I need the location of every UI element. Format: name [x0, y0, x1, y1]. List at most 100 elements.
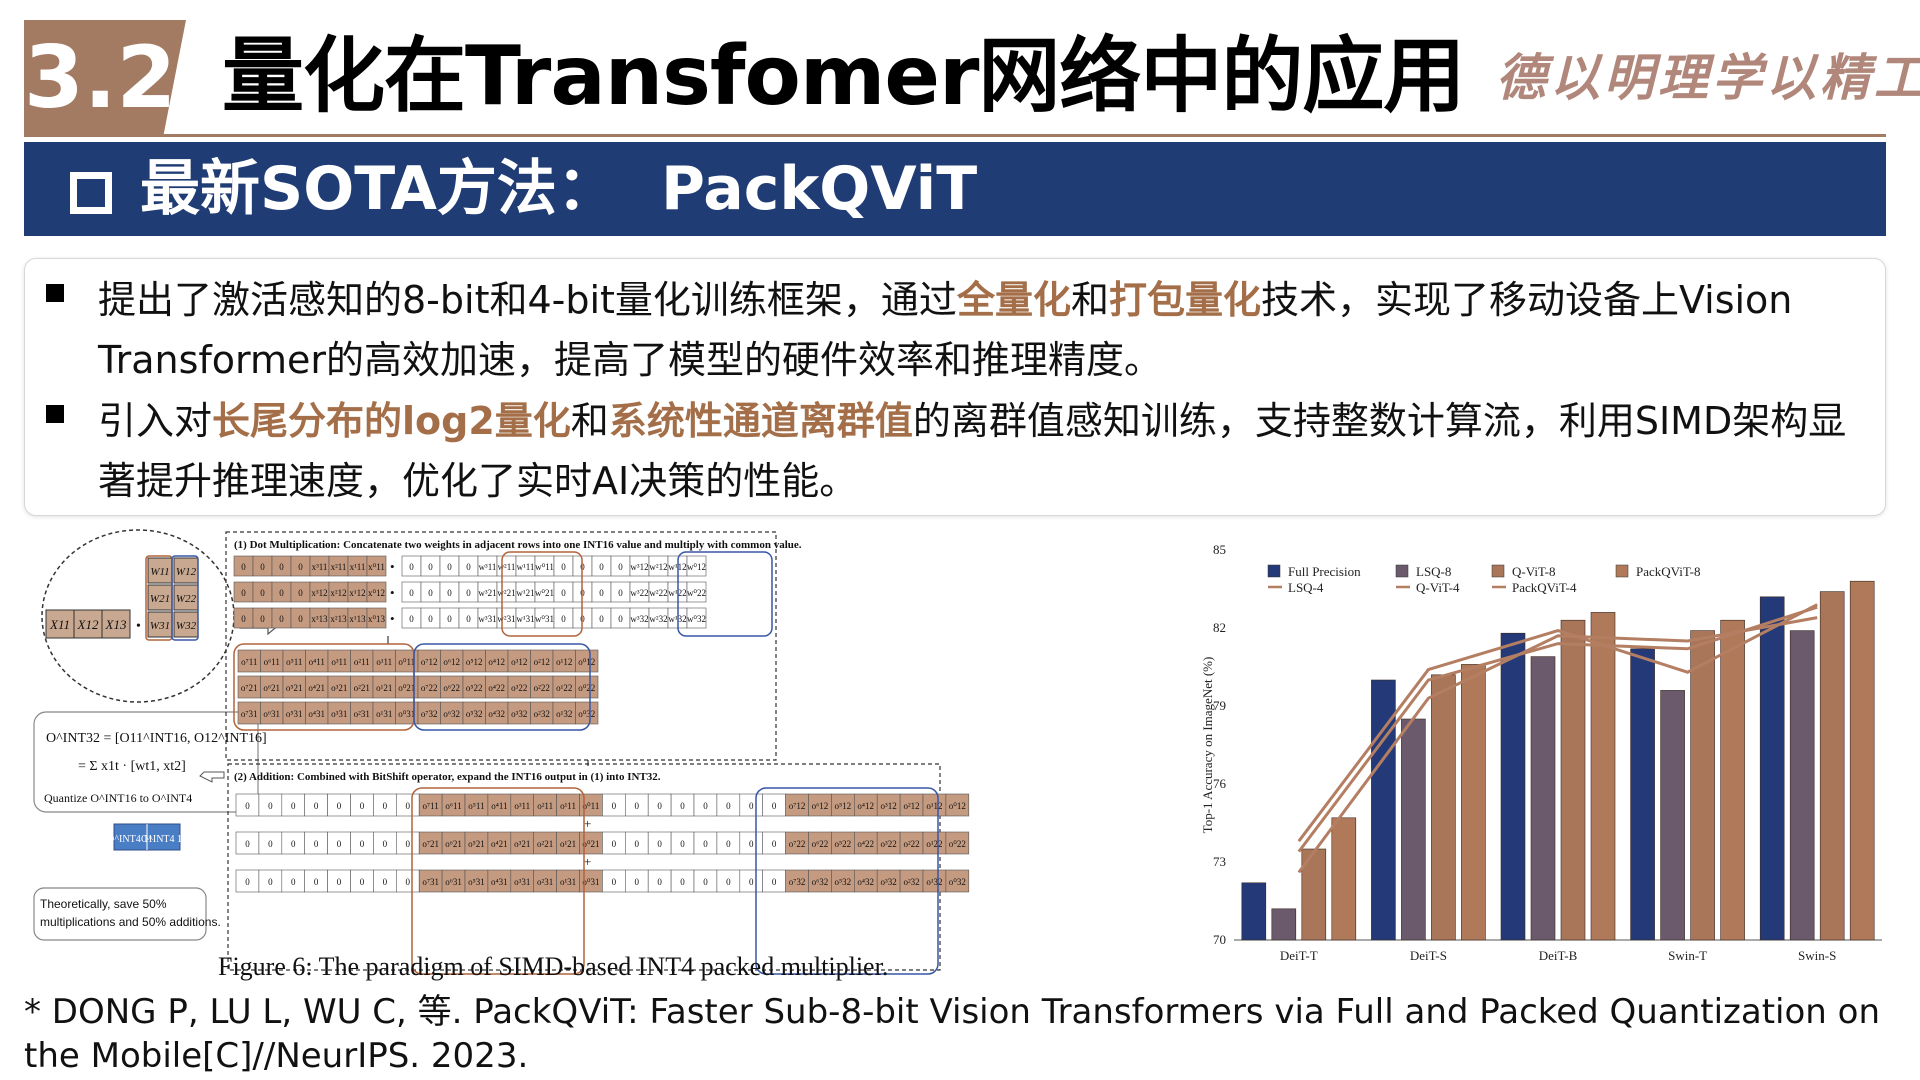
int32-bit-label: 0 — [337, 877, 342, 887]
bullet-2-text-a: 引入对 — [98, 399, 213, 443]
x-tick-label: DeiT-B — [1539, 948, 1578, 963]
x-bit-label: x⁰11 — [368, 562, 385, 572]
w-bit-label: w³31 — [478, 614, 496, 624]
w-bit-label: 0 — [466, 588, 471, 598]
y-tick-label: 82 — [1213, 620, 1226, 635]
weight-label: W31 — [150, 620, 170, 632]
product-bit-label: o¹31 — [376, 709, 392, 719]
product-bit-label: o³11 — [331, 657, 347, 667]
int32-bit-label: 0 — [749, 877, 754, 887]
x-bit-label: 0 — [260, 562, 265, 572]
step2-box — [227, 763, 941, 971]
packed-output-2: O^INT4 12 — [141, 834, 187, 845]
int32-bit-label: 0 — [383, 877, 388, 887]
product-bit-label: o⁷31 — [241, 709, 258, 719]
product-bit-label: o⁶12 — [443, 657, 460, 667]
bullet-paragraph-2: 引入对长尾分布的log2量化和系统性通道离群值的离群值感知训练，支持整数计算流，… — [98, 391, 1870, 511]
subheader-method: PackQViT — [660, 154, 978, 224]
bar-deit-b-2 — [1560, 619, 1586, 941]
product-bit-label: o¹12 — [556, 657, 572, 667]
x-bit-label: x¹13 — [349, 614, 366, 624]
int32-bit-label: 0 — [360, 839, 365, 849]
bar-deit-t-1 — [1271, 908, 1297, 941]
w-bit-label: w²21 — [497, 588, 515, 598]
input-x-label: X13 — [105, 617, 127, 632]
int32-bit-label: 0 — [772, 839, 777, 849]
x-tick-label: DeiT-S — [1410, 948, 1447, 963]
header-underline — [24, 134, 1886, 137]
x-bit-cell — [366, 581, 387, 603]
int32-bit-label: o²11 — [537, 801, 553, 811]
bar-swin-t-3 — [1720, 619, 1745, 941]
w-group-highlight — [501, 551, 583, 637]
int32-bit-label: o⁵31 — [468, 877, 485, 887]
x-bit-label: 0 — [298, 614, 303, 624]
product-bit-label: o²21 — [354, 683, 370, 693]
bullet-1-highlight-b: 打包量化 — [1108, 278, 1261, 322]
bar-deit-b-3 — [1590, 612, 1616, 941]
note-text: Theoretically, save 50% — [40, 897, 167, 911]
int32-bit-label: o¹12 — [926, 801, 942, 811]
x-bit-label: 0 — [298, 562, 303, 572]
int32-bit-label: o⁴31 — [491, 877, 508, 887]
int32-bit-label: 0 — [657, 877, 662, 887]
product-bit-label: o⁷12 — [421, 657, 438, 667]
content-panel — [24, 258, 1886, 516]
input-x-cell — [101, 609, 131, 639]
int32-bit-label: o²21 — [537, 839, 553, 849]
int32-bit-label: 0 — [406, 877, 411, 887]
int32-bit-label: 0 — [657, 801, 662, 811]
input-x-label: X12 — [77, 617, 99, 632]
x-bit-label: x⁰12 — [368, 588, 385, 598]
arrow-left-icon — [199, 771, 225, 783]
int32-bit-label: o¹32 — [926, 877, 942, 887]
subheader-bar — [24, 142, 1886, 236]
int32-bit-label: o⁰22 — [949, 839, 966, 849]
int32-bit-cell — [945, 831, 970, 855]
int32-bit-label: o⁶32 — [812, 877, 829, 887]
w-bit-label: w³11 — [479, 562, 497, 572]
x-bit-label: x¹11 — [350, 562, 366, 572]
int32-bit-label: 0 — [772, 877, 777, 887]
int32-bit-label: 0 — [268, 839, 273, 849]
subheader-label: 最新SOTA方法： — [140, 154, 617, 224]
x-bit-label: x²13 — [330, 614, 347, 624]
int32-group-highlight — [755, 787, 939, 975]
x-bit-label: x³13 — [311, 614, 328, 624]
w-bit-label: 0 — [409, 614, 414, 624]
input-x-cell — [73, 609, 103, 639]
int32-bit-label: 0 — [360, 877, 365, 887]
int32-bit-label: 0 — [635, 839, 640, 849]
bullet-2-highlight-b: 系统性通道离群值 — [608, 399, 913, 443]
int32-bit-label: o³21 — [514, 839, 530, 849]
input-x-cell — [45, 609, 75, 639]
bar-deit-t-3 — [1331, 817, 1357, 941]
int32-bit-label: o⁰32 — [949, 877, 966, 887]
int32-bit-label: o²32 — [903, 877, 919, 887]
x-bit-label: 0 — [279, 588, 284, 598]
int32-bit-label: 0 — [749, 801, 754, 811]
product-bit-cell — [575, 701, 599, 725]
weight-cell — [173, 611, 199, 638]
int32-bit-label: o⁶11 — [445, 801, 461, 811]
product-bit-label: o⁴22 — [488, 683, 505, 693]
bar-deit-b-1 — [1530, 656, 1556, 941]
line-q-vit-4 — [1297, 616, 1818, 874]
section-badge — [24, 20, 186, 136]
bullet-2-text-b: 和 — [570, 399, 609, 443]
int32-bit-label: 0 — [314, 877, 319, 887]
x-bit-cell — [366, 607, 387, 629]
product-bit-label: o³12 — [511, 657, 527, 667]
legend-label: PackQViT-4 — [1512, 580, 1577, 595]
product-bit-label: o³32 — [511, 709, 527, 719]
bar-deit-s-3 — [1461, 664, 1486, 941]
w-bit-label: 0 — [466, 614, 471, 624]
line-lsq-4 — [1297, 605, 1818, 853]
y-tick-label: 85 — [1213, 542, 1226, 557]
w-bit-label: w⁰22 — [687, 588, 706, 598]
int32-bit-label: 0 — [383, 801, 388, 811]
product-bit-label: o⁴11 — [309, 657, 325, 667]
w-bit-label: 0 — [447, 562, 452, 572]
